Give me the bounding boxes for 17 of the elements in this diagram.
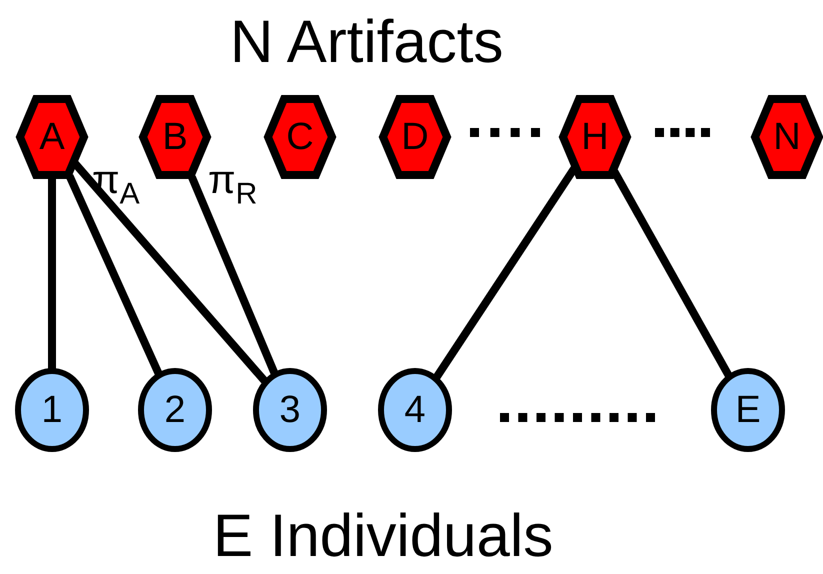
diagram-title: N Artifacts xyxy=(230,12,504,72)
node-label: E xyxy=(735,391,761,429)
connector-line xyxy=(66,174,162,376)
node-label: N xyxy=(773,118,801,156)
node-label: 4 xyxy=(404,391,426,429)
connector-line xyxy=(188,175,278,375)
diagram-caption: E Individuals xyxy=(213,506,554,566)
node-label: 1 xyxy=(41,391,63,429)
node-label: 3 xyxy=(279,391,301,429)
node-label: A xyxy=(39,118,65,156)
node-label: C xyxy=(286,118,314,156)
node-label: D xyxy=(401,118,429,156)
node-label: 2 xyxy=(164,391,186,429)
node-label: B xyxy=(162,118,188,156)
probability-label: π$_{R}$ xyxy=(208,160,258,210)
connector-line xyxy=(48,177,56,369)
node-label: H xyxy=(581,118,609,156)
